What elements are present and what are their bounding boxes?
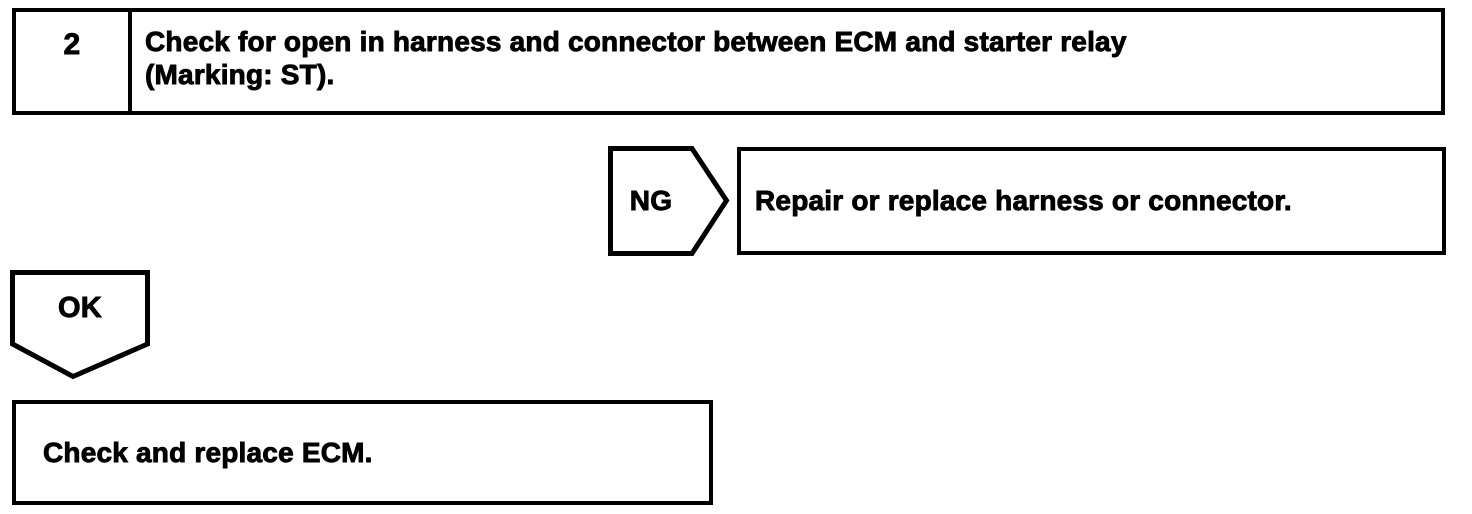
ok-pentagon-icon (10, 270, 150, 380)
ng-result-box: Repair or replace harness or connector. (737, 147, 1446, 255)
ng-result-text: Repair or replace harness or connector. (755, 185, 1293, 217)
ok-connector-label-layer: OK (10, 270, 150, 346)
ok-result-box: Check and replace ECM. (12, 400, 713, 505)
step-number-cell: 2 (16, 12, 132, 111)
step-box: 2 Check for open in harness and connecto… (12, 8, 1445, 115)
ng-connector-label-layer: NG (608, 146, 694, 256)
ng-connector-shape (608, 146, 730, 256)
ng-pentagon-icon (608, 146, 730, 256)
step-instruction-line-2: (Marking: ST). (145, 59, 335, 91)
step-number: 2 (63, 28, 81, 62)
ok-connector-shape (10, 270, 150, 380)
ng-pentagon-outline (608, 146, 730, 256)
ok-result-text: Check and replace ECM. (43, 436, 373, 468)
ok-pentagon-outline (10, 270, 150, 380)
step-instruction: Check for open in harness and connector … (132, 12, 1441, 111)
ok-connector-label: OK (58, 291, 103, 324)
step-instruction-line-1: Check for open in harness and connector … (145, 26, 1127, 58)
ng-connector-label: NG (629, 185, 673, 217)
